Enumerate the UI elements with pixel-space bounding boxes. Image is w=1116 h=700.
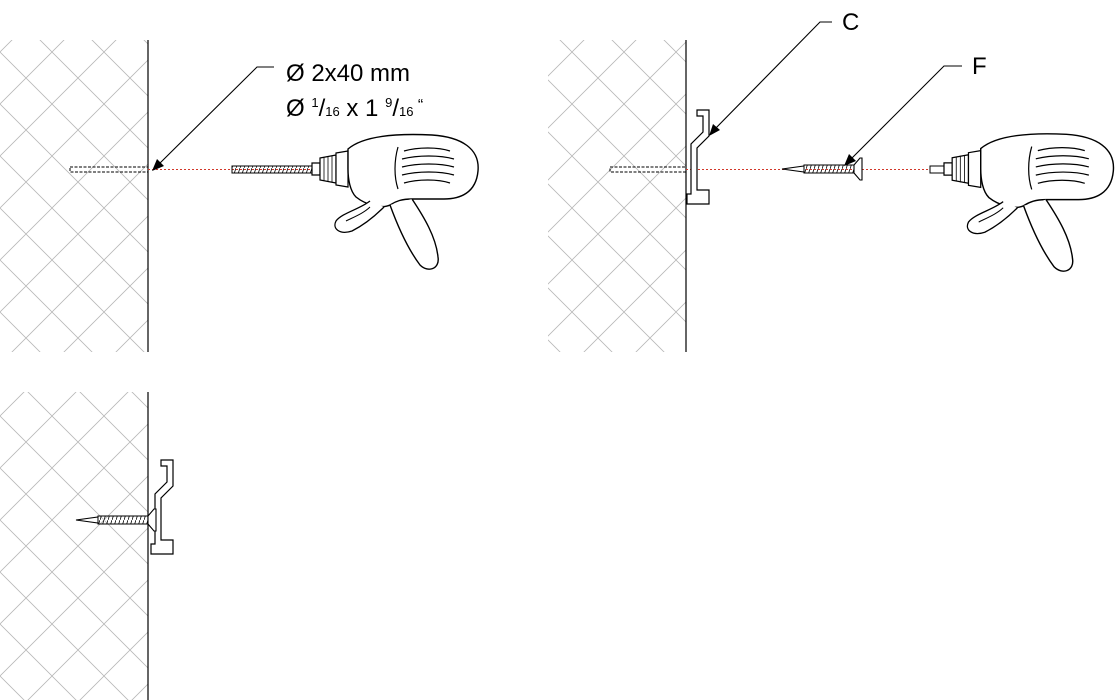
screw-label: F bbox=[972, 53, 987, 80]
drill-icon bbox=[311, 133, 479, 270]
drill-bit-icon bbox=[231, 165, 323, 174]
bracket-icon bbox=[150, 459, 174, 555]
drill-hole bbox=[69, 166, 149, 173]
bracket-arrowhead bbox=[709, 124, 720, 136]
callout-arrowhead bbox=[152, 159, 164, 171]
wall-section bbox=[548, 40, 686, 352]
callout-leader bbox=[154, 66, 274, 169]
step2-panel: C F bbox=[548, 9, 1115, 352]
bracket-leader bbox=[711, 21, 832, 133]
screw-arrowhead bbox=[844, 154, 856, 166]
drill-icon bbox=[929, 133, 1115, 272]
screw-leader bbox=[847, 65, 962, 163]
bracket-label: C bbox=[842, 9, 859, 36]
bracket-icon bbox=[686, 109, 710, 205]
drill-size-metric: Ø 2x40 mm bbox=[286, 60, 410, 87]
wall-section bbox=[0, 40, 148, 352]
drill-size-imperial: Ø 1/16 x 1 9/16 “ bbox=[286, 95, 423, 122]
wall-section bbox=[0, 392, 148, 700]
step1-panel: Ø 2x40 mm Ø 1/16 x 1 9/16 “ bbox=[0, 40, 479, 352]
step3-panel bbox=[0, 392, 174, 700]
